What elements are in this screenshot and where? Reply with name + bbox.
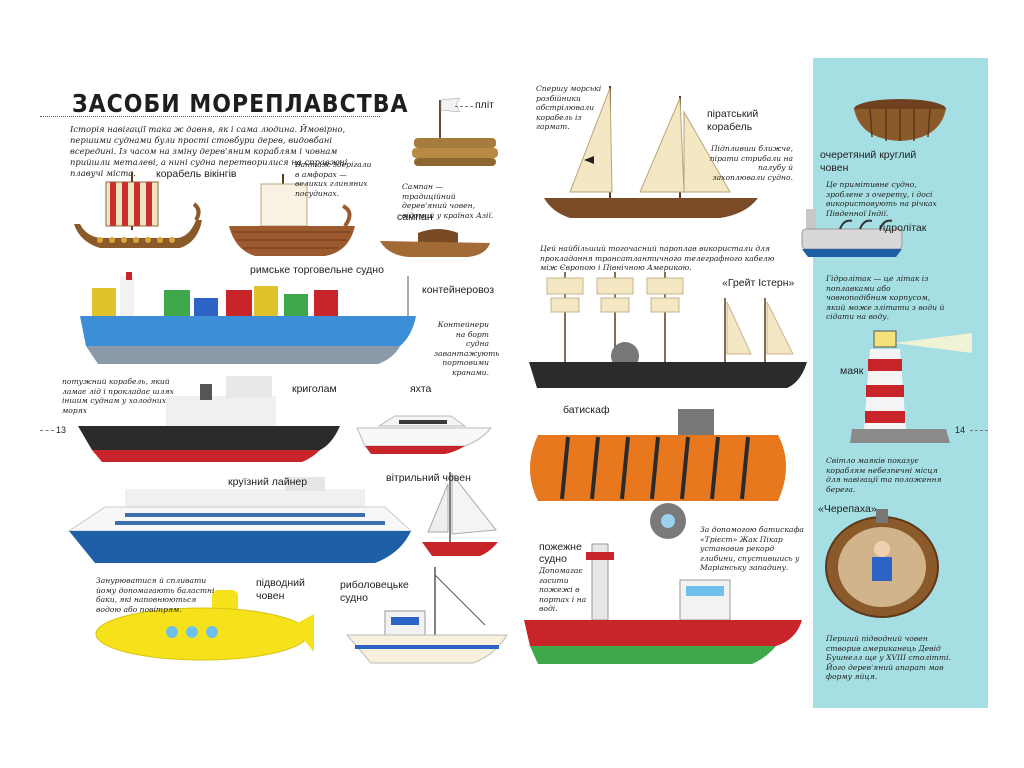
sampan-label: сампан	[397, 211, 433, 223]
bathyscaphe-label: батискаф	[563, 404, 610, 416]
icebreaker-illustration	[78, 376, 340, 462]
raft-leader	[455, 106, 473, 107]
page-title: ЗАСОБИ МОРЕПЛАВСТВА	[72, 90, 409, 119]
pirate-ship-note-top: Спершу морські розбійники обстрілювали к…	[536, 84, 602, 131]
container-ship-illustration	[80, 272, 416, 364]
raft-illustration	[412, 97, 498, 166]
sailboat-illustration	[422, 472, 498, 556]
yacht-label: яхта	[410, 383, 432, 395]
viking-ship-illustration	[74, 172, 202, 248]
icebreaker-note: потужний корабель, який ламає лід і прок…	[62, 377, 174, 415]
lighthouse-label: маяк	[840, 365, 864, 377]
container-ship-note: Контейнери на борт судна завантажують по…	[434, 320, 500, 377]
submarine-note: Занурюватися й спливати йому допомагають…	[96, 576, 215, 614]
page-number-left: 13	[56, 425, 67, 435]
pirate-ship-illustration	[544, 86, 758, 218]
hydroplane-label: гідролітак	[879, 222, 927, 234]
turtle-submarine-note: Перший підводний човен створив американе…	[826, 634, 951, 681]
hydroplane-illustration	[801, 209, 903, 257]
great-eastern-label: «Грейт Істерн»	[722, 277, 795, 289]
yacht-illustration	[356, 415, 493, 454]
title-underline	[40, 116, 380, 117]
cruise-liner-illustration	[67, 477, 413, 563]
sampan-note: Сампан — традиційний дерев'яний човен, в…	[402, 182, 494, 220]
page-marker-left	[40, 430, 54, 431]
roman-ship-note: Вантаж зберігали в амфорах — великих гли…	[295, 160, 372, 198]
container-ship-label: контейнеровоз	[422, 284, 495, 296]
sailboat-label: вітрильний човен	[386, 472, 471, 484]
fishing-vessel-illustration	[345, 567, 508, 664]
coracle-illustration	[854, 99, 946, 141]
fireboat-illustration	[524, 543, 802, 664]
roman-ship-illustration	[229, 174, 355, 256]
bathyscaphe-note: За допомогою батискафа «Трієст» Жак Піка…	[700, 525, 804, 572]
cruise-liner-label: круїзний лайнер	[228, 476, 308, 488]
lighthouse-illustration	[850, 330, 972, 443]
coracle-note: Це примітивне судно, зроблене з очерету,…	[826, 180, 937, 218]
submarine-illustration	[95, 590, 314, 661]
viking-ship-label: корабель вікінгів	[156, 168, 237, 180]
lighthouse-note: Світло маяків показує кораблям небезпечн…	[826, 456, 942, 494]
great-eastern-note: Цей найбільший тогочасний пароплав викор…	[540, 244, 775, 272]
fireboat-label: пожежне судно	[539, 541, 582, 565]
turtle-submarine-illustration	[825, 509, 939, 618]
pirate-ship-label: піратський корабель	[707, 108, 759, 133]
page-number-right: 14	[955, 425, 966, 435]
bathyscaphe-illustration	[530, 409, 786, 539]
coracle-label: очеретяний круглий човен	[820, 149, 917, 174]
turtle-submarine-label: «Черепаха»	[818, 503, 877, 515]
fireboat-note: Допомагає гасити пожежі в портах і на во…	[539, 566, 587, 613]
raft-label: пліт	[475, 99, 494, 111]
pirate-ship-note-right: Підпливши ближче, пірати стрибали на пал…	[709, 144, 793, 182]
icebreaker-label: криголам	[292, 383, 337, 395]
hydroplane-note: Гідролітак — це літак із поплавками або …	[826, 274, 945, 321]
fishing-vessel-label: риболовецьке судно	[340, 579, 409, 604]
submarine-label: підводний човен	[256, 577, 305, 602]
sampan-illustration	[380, 229, 490, 257]
page-marker-right	[970, 430, 988, 431]
roman-ship-label: римське торговельне судно	[250, 264, 384, 276]
intro-text: Історія навігації така ж давня, як і сам…	[70, 124, 348, 178]
great-eastern-illustration	[529, 272, 807, 388]
